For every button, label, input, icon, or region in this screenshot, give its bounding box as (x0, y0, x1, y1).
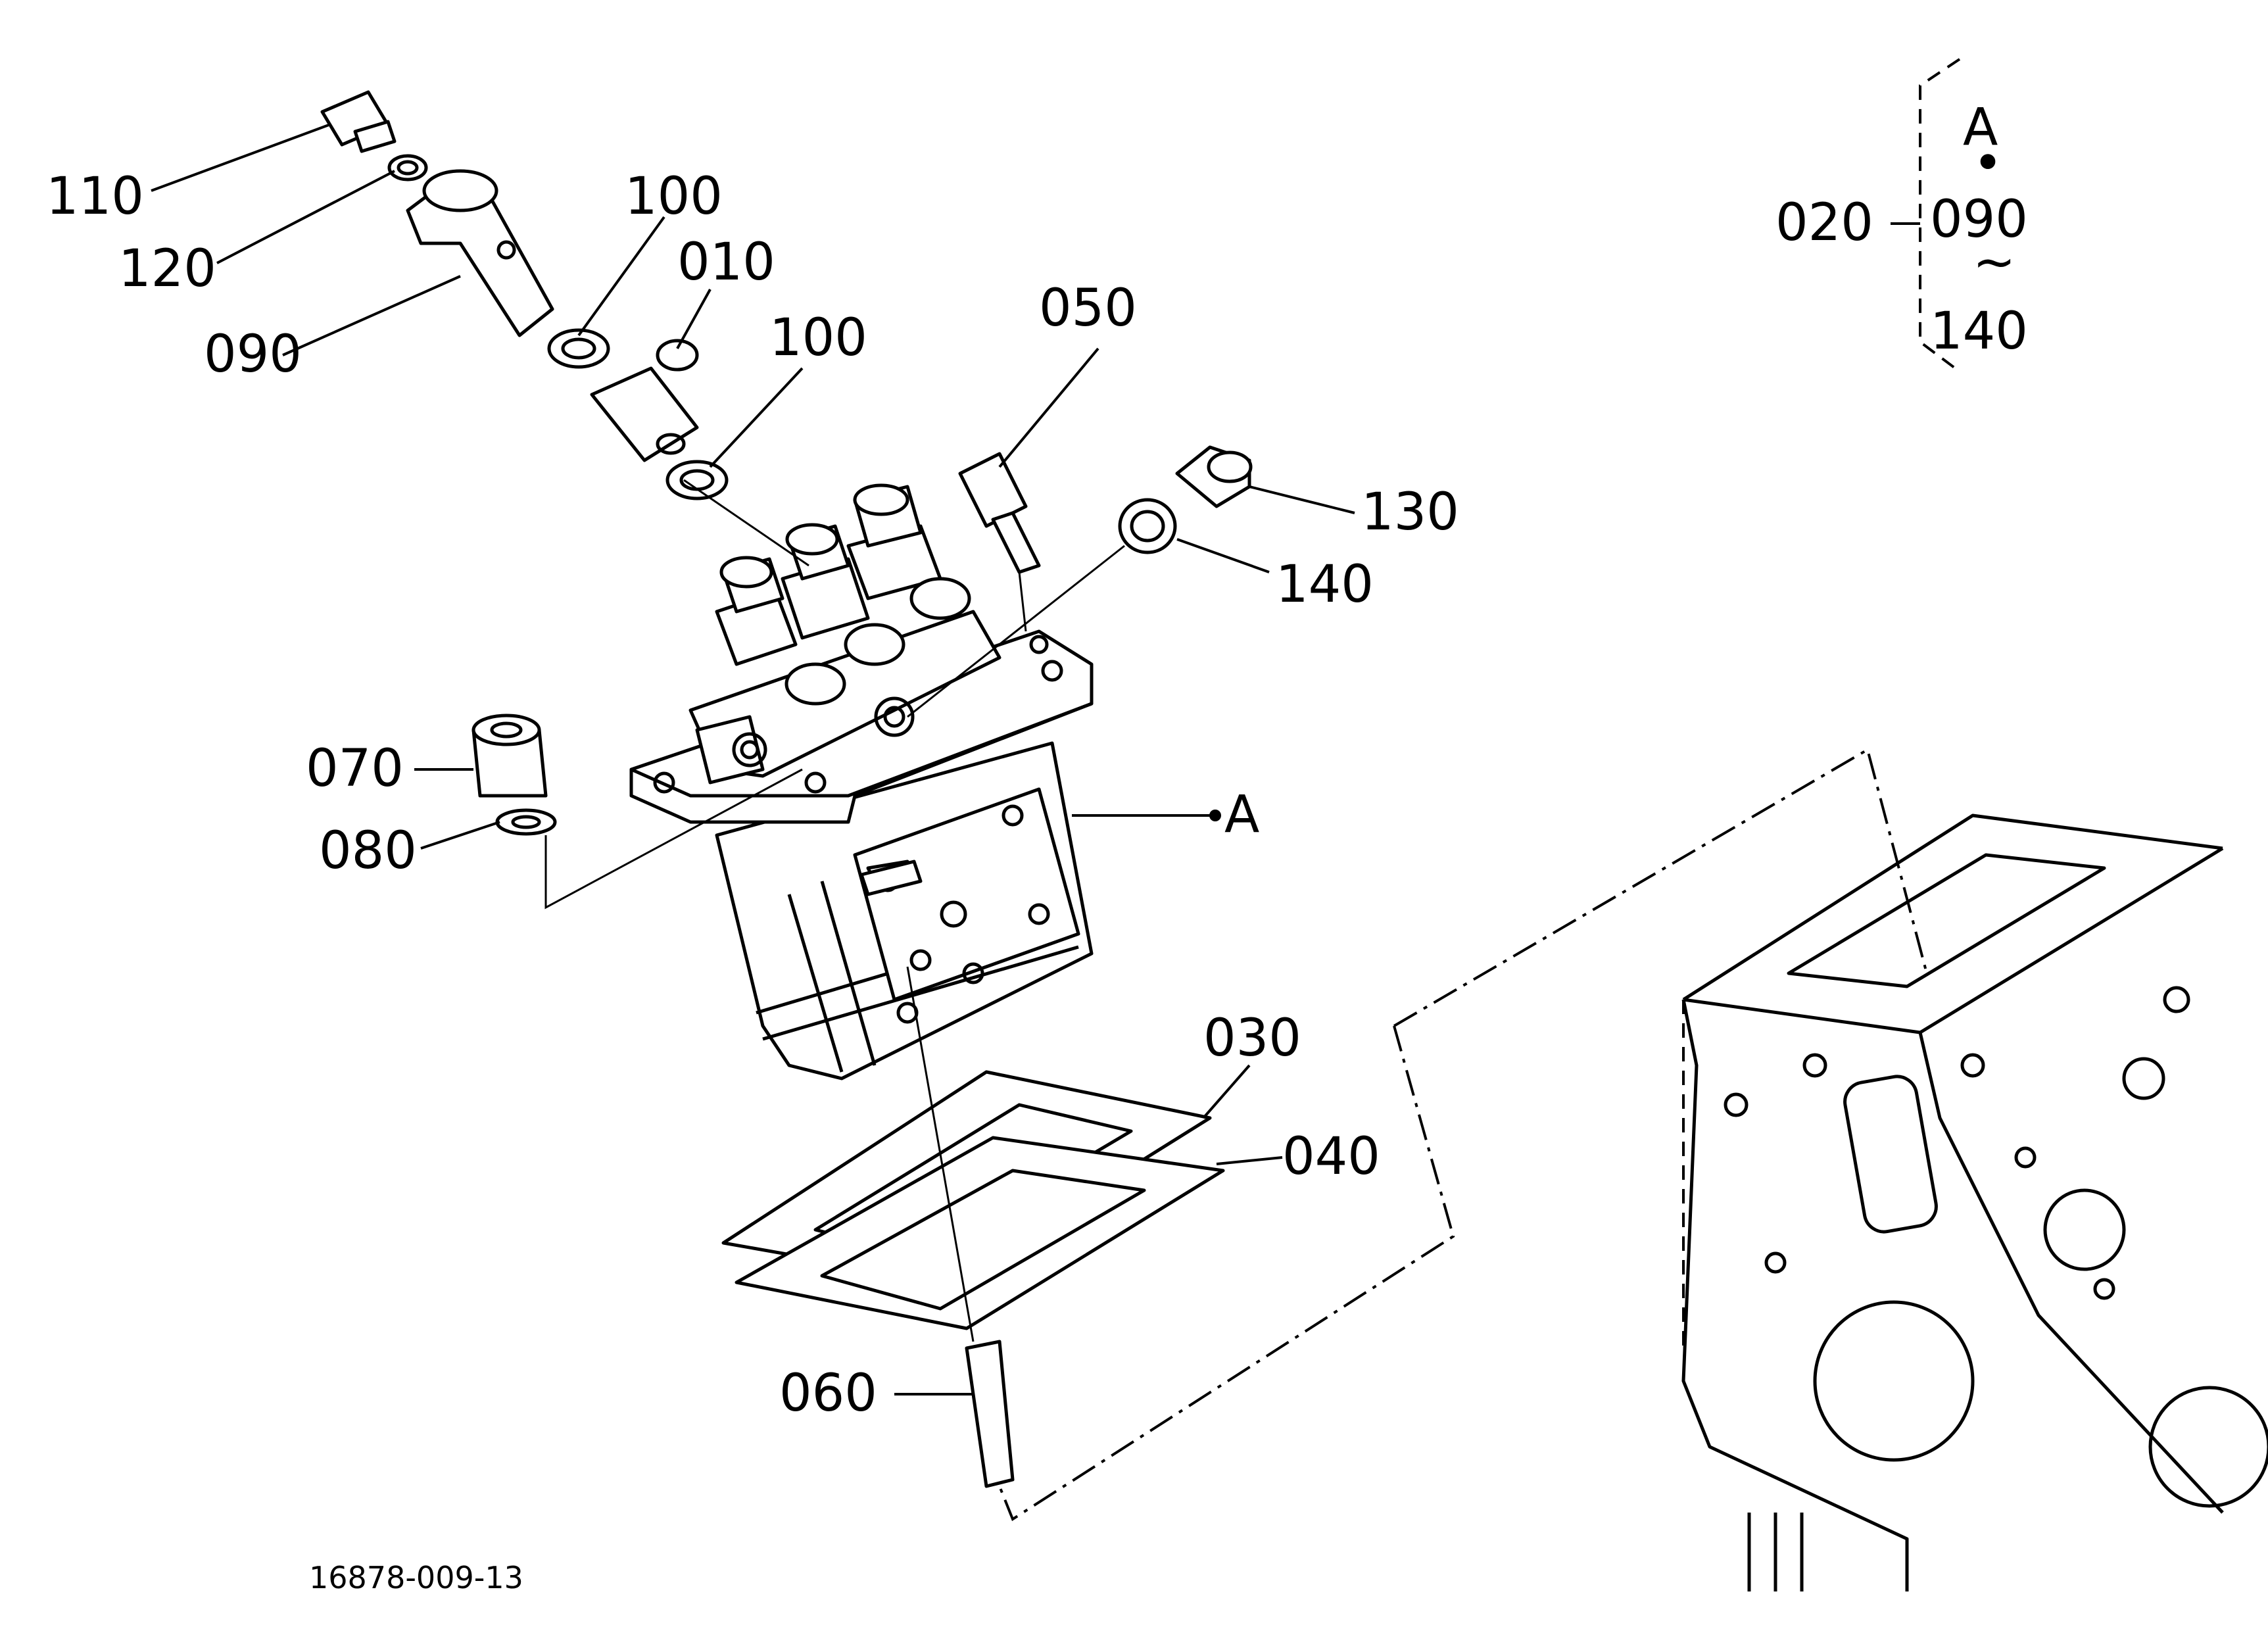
callout-030: 030 (1203, 1009, 1301, 1068)
callout-130: 130 (1361, 483, 1459, 542)
figure-number: 16878-009-13 (309, 1560, 523, 1595)
kit-tilde: ~ (1973, 233, 2015, 292)
callout-100-top: 100 (625, 167, 723, 226)
assembly-line-5 (683, 479, 809, 567)
delivery-valve-holder-3 (846, 483, 942, 600)
callout-040: 040 (1282, 1127, 1380, 1186)
callout-140: 140 (1276, 555, 1374, 614)
leader-100b (709, 367, 804, 468)
callout-110: 110 (46, 167, 144, 226)
assembly-line-2 (998, 1025, 1455, 1521)
leader-030 (1202, 1064, 1251, 1119)
delivery-valve-holder-1 (715, 556, 798, 666)
leader-140 (1176, 538, 1270, 573)
gasket-120 (387, 154, 428, 182)
kit-bracket (1919, 58, 1961, 373)
nut-070 (471, 714, 548, 798)
hollow-bolt-110 (320, 90, 397, 153)
callout-090: 090 (204, 325, 302, 384)
gasket-100b (665, 460, 729, 500)
leader-110 (151, 124, 329, 192)
leader-080 (420, 821, 500, 850)
kit-dot: • (1973, 134, 2003, 193)
eye-joint-090 (406, 169, 554, 337)
leader-010 (676, 289, 712, 349)
kit-ref-A: A (1963, 98, 1998, 157)
callout-080: 080 (319, 821, 417, 881)
kit-part-020: 020 (1775, 193, 1873, 253)
kit-to-140: 140 (1930, 302, 2028, 361)
callout-050: 050 (1039, 279, 1137, 338)
leader-050 (998, 347, 1099, 468)
stud-060 (965, 1340, 1015, 1488)
screw-050 (958, 452, 1041, 574)
engine-block (1681, 813, 2268, 1591)
kit-reference: 020 A • 090 ~ 140 (1775, 58, 2028, 373)
injection-pump-body (629, 483, 1094, 1080)
leader-130 (1249, 485, 1355, 514)
plug-130 (1175, 445, 1253, 508)
assembly-line-6 (907, 545, 1125, 718)
callout-070: 070 (306, 739, 404, 798)
assembly-line-3 (906, 966, 975, 1342)
callout-060: 060 (779, 1364, 877, 1423)
washer-080 (495, 808, 557, 836)
gasket-140 (1118, 498, 1177, 554)
gasket-100a (547, 328, 610, 369)
callout-100-lower: 100 (769, 308, 867, 368)
assembly-line-4 (544, 768, 803, 910)
joint-010 (590, 339, 699, 462)
callout-010: 010 (677, 233, 775, 292)
assembly-line-1 (1393, 747, 1928, 1027)
callout-120: 120 (118, 239, 216, 299)
assembly-line-7 (1018, 571, 1027, 632)
callout-A: A (1224, 785, 1259, 844)
leader-120 (216, 170, 395, 264)
leader-040 (1216, 1156, 1283, 1165)
leader-100a (577, 216, 665, 337)
leader-A-dot (1209, 810, 1221, 821)
kit-from-090: 090 (1930, 190, 2028, 249)
delivery-valve-holder-2 (781, 523, 870, 640)
leader-090 (282, 275, 461, 356)
